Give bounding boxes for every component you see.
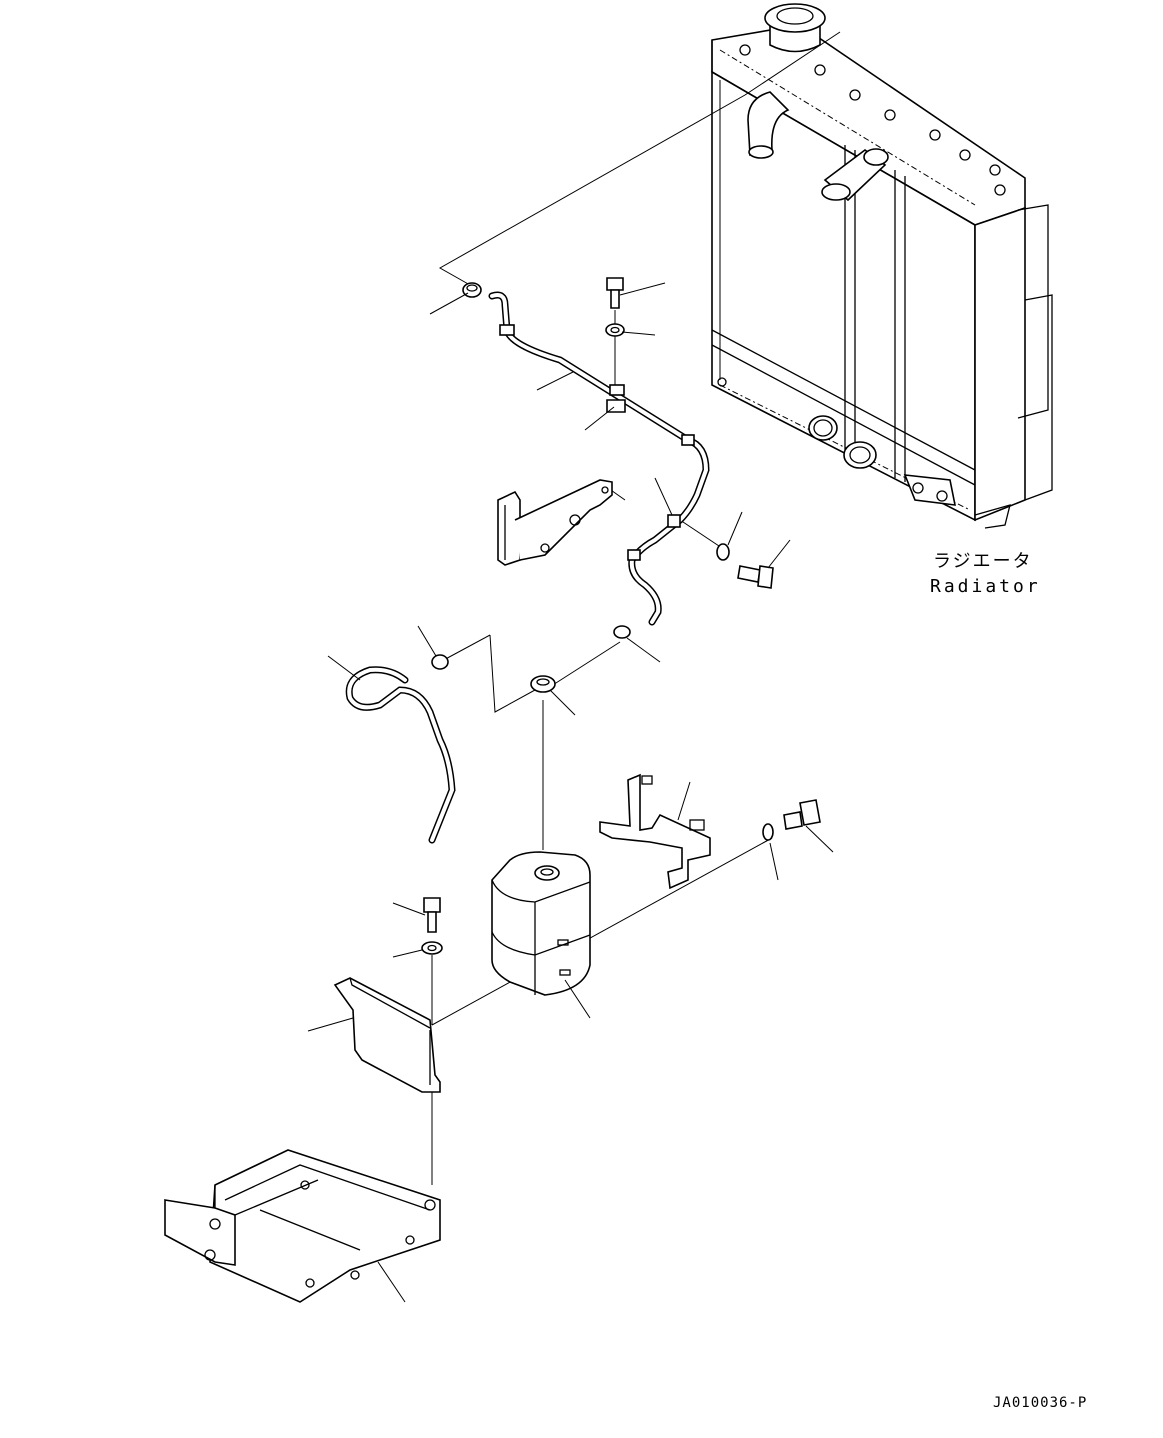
- radiator-cap: [764, 3, 826, 53]
- radiator: [711, 3, 1053, 529]
- bolt-lower-left: [423, 897, 441, 933]
- washer-upper: [605, 323, 625, 337]
- tank-lower-bracket: [333, 977, 441, 1093]
- hose-clamp-top: [462, 282, 482, 298]
- bolt-lower-right: [783, 799, 821, 830]
- washer-lower-left: [421, 941, 443, 955]
- tank-cap: [530, 675, 556, 693]
- reserve-tank: [491, 851, 591, 996]
- hose-clamp-left: [431, 654, 449, 670]
- washer-right: [716, 543, 730, 561]
- overflow-hose-upper: [488, 291, 710, 626]
- callout-leaders: [307, 282, 834, 1303]
- base-plate: [164, 1149, 441, 1303]
- overflow-hose-lower: [345, 666, 456, 844]
- hose-clamp-mid: [613, 625, 631, 639]
- washer-lower-right: [762, 823, 774, 841]
- radiator-label-jp: ラジエータ: [933, 551, 1033, 572]
- mounting-bracket-mid: [497, 479, 613, 566]
- bolt-right: [737, 565, 774, 589]
- drawing-number: JA010036-P: [993, 1395, 1087, 1411]
- radiator-label-en: Radiator: [930, 576, 1041, 597]
- bolt-upper: [606, 277, 624, 309]
- tank-strap-bracket: [599, 773, 711, 890]
